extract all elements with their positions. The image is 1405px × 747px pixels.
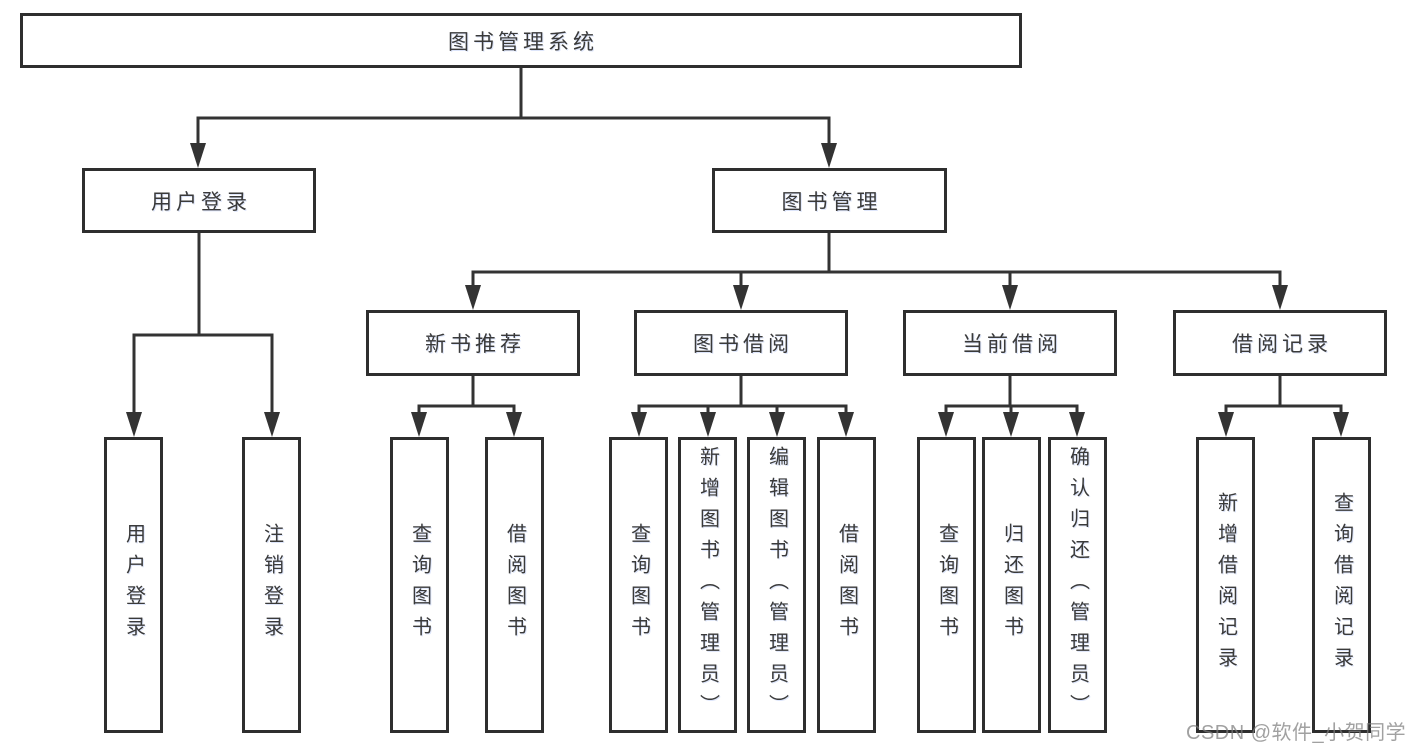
- leaf-query-borrow-record: 查询借阅记录: [1312, 437, 1371, 733]
- leaf-query-books-current: 查询图书: [917, 437, 976, 733]
- leaf-add-borrow-record: 新增借阅记录: [1196, 437, 1255, 733]
- node-user-login: 用户登录: [82, 168, 316, 233]
- leaf-confirm-return-admin: 确认归还（管理员）: [1048, 437, 1107, 733]
- node-book-borrowing: 图书借阅: [634, 310, 848, 376]
- leaf-borrow-books-recommend: 借阅图书: [485, 437, 544, 733]
- leaf-borrow-books-borrowing: 借阅图书: [817, 437, 876, 733]
- leaf-query-books-recommend: 查询图书: [390, 437, 449, 733]
- node-current-borrowing: 当前借阅: [903, 310, 1117, 376]
- watermark-text: CSDN @软件_小贺同学: [1186, 722, 1405, 744]
- leaf-query-books-borrowing: 查询图书: [609, 437, 668, 733]
- node-book-management: 图书管理: [712, 168, 947, 233]
- node-borrow-records: 借阅记录: [1173, 310, 1387, 376]
- leaf-return-books: 归还图书: [982, 437, 1041, 733]
- leaf-edit-books-admin: 编辑图书（管理员）: [747, 437, 806, 733]
- node-root: 图书管理系统: [20, 13, 1022, 68]
- node-new-book-recommend: 新书推荐: [366, 310, 580, 376]
- leaf-add-books-admin: 新增图书（管理员）: [678, 437, 737, 733]
- leaf-user-login: 用户登录: [104, 437, 163, 733]
- leaf-logout: 注销登录: [242, 437, 301, 733]
